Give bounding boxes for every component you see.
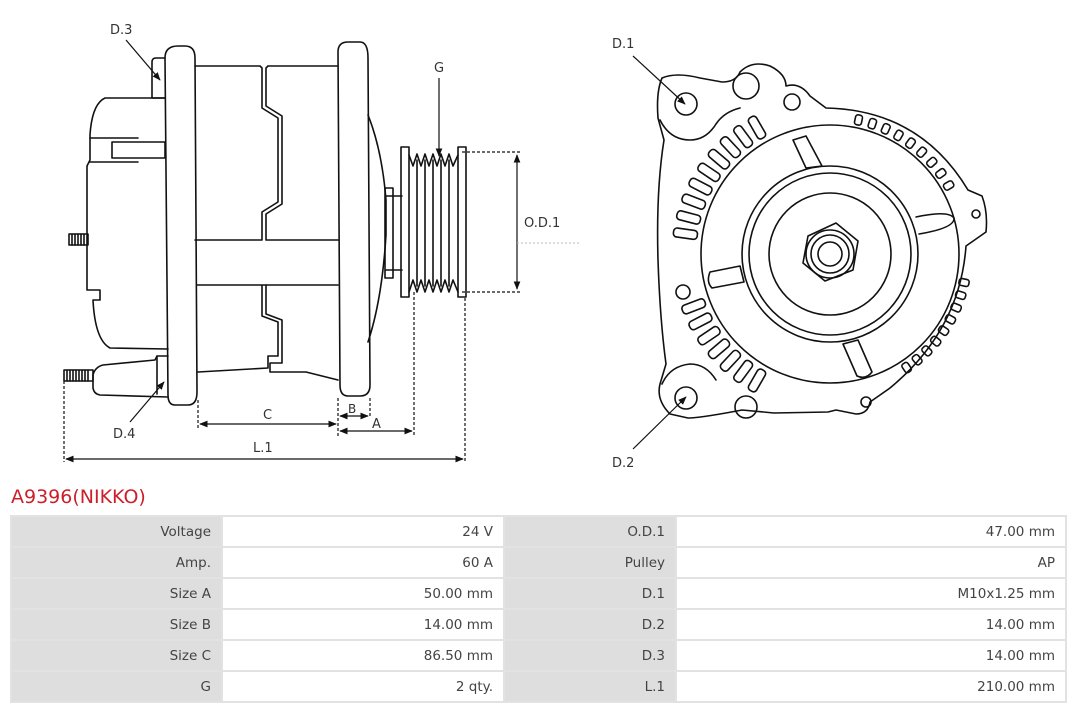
spec-label: Size B xyxy=(12,610,221,639)
spec-label: Pulley xyxy=(505,548,675,577)
label-c: C xyxy=(263,408,272,423)
vent-slot xyxy=(732,359,754,384)
vent-slot xyxy=(681,298,707,315)
vent-slots xyxy=(672,114,970,393)
spec-label: O.D.1 xyxy=(505,517,675,546)
vent-slot xyxy=(958,277,970,288)
vent-slot xyxy=(880,122,891,135)
vent-slot xyxy=(944,313,957,325)
spec-value: 210.00 mm xyxy=(677,672,1065,701)
spec-value: 47.00 mm xyxy=(677,517,1065,546)
side-view: G O.D.1 D.3 D.4 C B A L.1 xyxy=(63,23,580,463)
spec-label: D.1 xyxy=(505,579,675,608)
pulley-hub xyxy=(768,192,892,316)
front-flange xyxy=(337,41,371,397)
rear-cover xyxy=(86,97,169,350)
vent-slot xyxy=(867,117,878,130)
spec-value: 14.00 mm xyxy=(677,610,1065,639)
spec-label: G xyxy=(12,672,221,701)
vent-slot xyxy=(853,114,864,126)
spec-value: 24 V xyxy=(223,517,503,546)
terminal-stud-top xyxy=(68,233,89,246)
vent-slot xyxy=(688,312,713,331)
spec-value: 86.50 mm xyxy=(223,641,503,670)
vent-slot xyxy=(950,302,963,313)
vent-slot xyxy=(747,115,767,140)
vent-slot xyxy=(942,180,955,191)
vent-slot xyxy=(925,156,938,169)
spec-label: Size A xyxy=(12,579,221,608)
spec-value: AP xyxy=(677,548,1065,577)
spec-value: 14.00 mm xyxy=(223,610,503,639)
rear-flange xyxy=(164,45,198,406)
label-b: B xyxy=(348,402,356,416)
vent-slot xyxy=(893,129,904,142)
label-a: A xyxy=(372,417,381,432)
vent-slot xyxy=(901,361,913,374)
vent-slot xyxy=(707,338,731,360)
vent-slot xyxy=(929,335,942,347)
spec-label: Size C xyxy=(12,641,221,670)
vent-slot xyxy=(747,368,767,393)
label-od1: O.D.1 xyxy=(524,216,560,231)
vent-slot xyxy=(719,136,742,159)
vent-slot xyxy=(954,290,967,301)
product-title: A9396(NIKKO) xyxy=(11,486,146,508)
d3-mount-tab xyxy=(151,57,166,99)
vent-slot xyxy=(911,353,923,366)
spec-label: Amp. xyxy=(12,548,221,577)
front-view: D.1 D.2 xyxy=(612,37,988,471)
vent-slot xyxy=(732,124,754,149)
stator-lower xyxy=(196,284,339,373)
terminal-stud-bottom xyxy=(63,369,94,382)
vent-slot xyxy=(915,146,928,159)
vent-slot xyxy=(675,210,702,225)
spec-value: 14.00 mm xyxy=(677,641,1065,670)
spec-label: D.3 xyxy=(505,641,675,670)
vent-slot xyxy=(904,137,917,150)
vent-slot xyxy=(937,325,950,337)
spec-value: 50.00 mm xyxy=(223,579,503,608)
label-d4: D.4 xyxy=(113,427,135,442)
label-d2: D.2 xyxy=(612,456,634,471)
vent-slot xyxy=(688,177,713,196)
spec-value: M10x1.25 mm xyxy=(677,579,1065,608)
pulley xyxy=(400,146,467,298)
vent-slot xyxy=(921,345,933,357)
vent-slot xyxy=(681,193,707,210)
label-g: G xyxy=(434,61,444,76)
spec-label: D.2 xyxy=(505,610,675,639)
vent-slot xyxy=(934,167,947,180)
front-bearing-plate xyxy=(700,124,960,384)
spec-value: 2 qty. xyxy=(223,672,503,701)
vent-slot xyxy=(697,325,721,346)
d1-mount-hole xyxy=(674,92,698,116)
shaft-nut-icon xyxy=(802,222,859,282)
spec-label: L.1 xyxy=(505,672,675,701)
front-cone xyxy=(367,114,387,343)
vent-slot xyxy=(697,162,721,183)
vent-slot xyxy=(707,148,731,170)
stator-upper xyxy=(194,65,279,241)
label-l1: L.1 xyxy=(253,441,273,456)
label-d1: D.1 xyxy=(612,37,634,52)
label-d3: D.3 xyxy=(110,23,132,38)
spec-value: 60 A xyxy=(223,548,503,577)
vent-slot xyxy=(672,227,699,241)
alternator-technical-drawing: G O.D.1 D.3 D.4 C B A L.1 xyxy=(63,23,988,471)
spec-label: Voltage xyxy=(12,517,221,546)
vent-slot xyxy=(719,349,742,372)
d2-mount-hole xyxy=(674,386,698,410)
housing-outline xyxy=(656,63,988,419)
